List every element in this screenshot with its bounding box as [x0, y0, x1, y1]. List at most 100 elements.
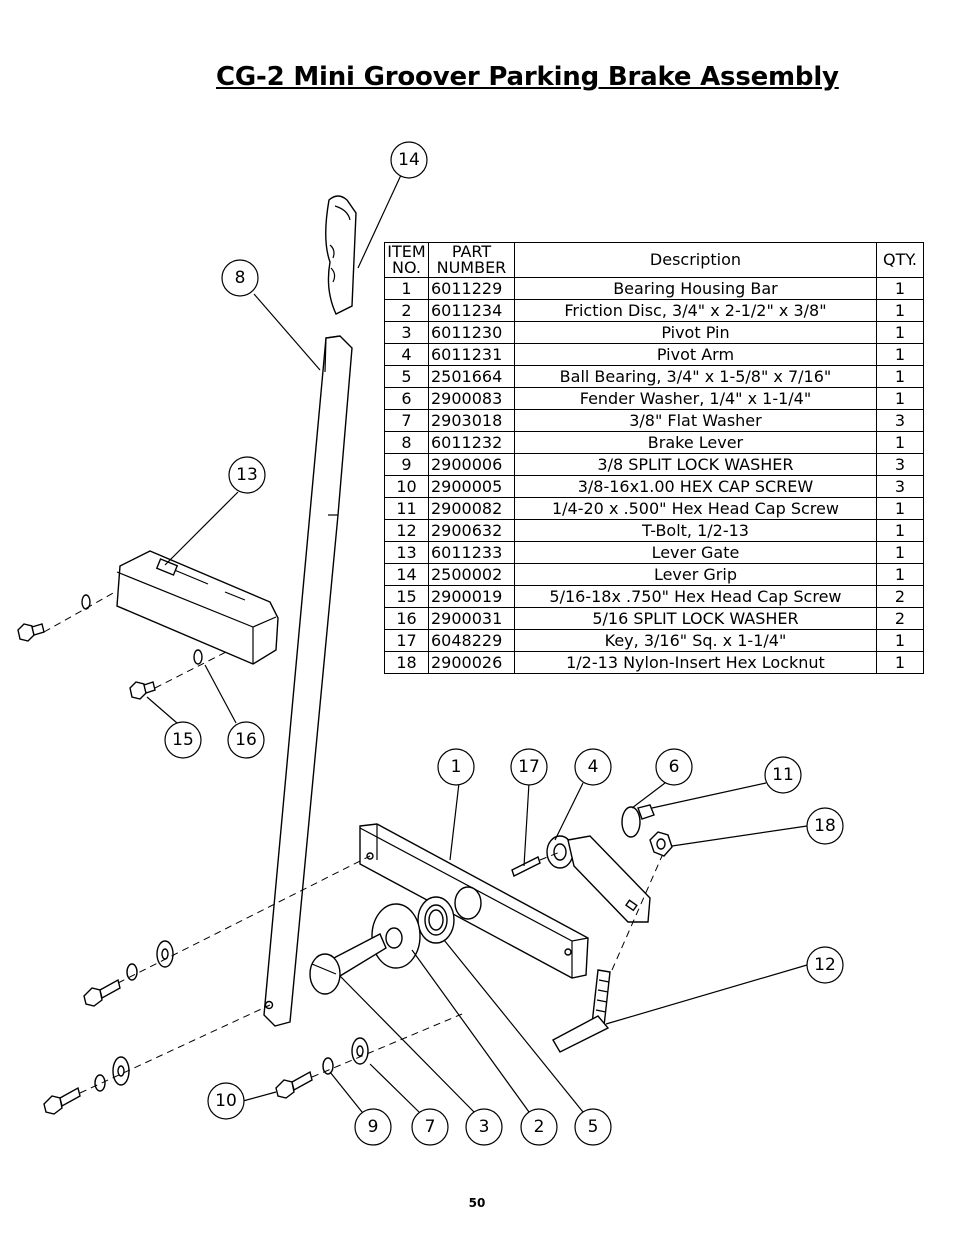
cell-part-number: 2900082 [427, 497, 515, 520]
cell-part-number: 6011230 [427, 321, 515, 344]
callout-10: 10 [207, 1082, 245, 1120]
cell-part-number: 6011232 [427, 431, 515, 454]
cell-item-no: 8 [384, 431, 429, 454]
cell-item-no: 3 [384, 321, 429, 344]
cell-description: 1/2-13 Nylon-Insert Hex Locknut [513, 651, 878, 674]
friction-disc [371, 903, 421, 969]
cell-description: Pivot Pin [513, 321, 878, 344]
cell-description: Brake Lever [513, 431, 878, 454]
cell-qty: 1 [876, 321, 924, 344]
cell-part-number: 6048229 [427, 629, 515, 652]
cell-item-no: 16 [384, 607, 429, 630]
cell-item-no: 11 [384, 497, 429, 520]
cell-description: 3/8 SPLIT LOCK WASHER [513, 453, 878, 476]
t-bolt [552, 969, 611, 1053]
gate-screw-upper [17, 594, 91, 642]
callout-17: 17 [510, 748, 548, 786]
callout-label: 14 [398, 150, 420, 170]
cell-description: Lever Gate [513, 541, 878, 564]
cell-qty: 1 [876, 365, 924, 388]
callout-label: 15 [172, 730, 194, 750]
cell-part-number: 2501664 [427, 365, 515, 388]
callout-label: 12 [814, 955, 836, 975]
cell-part-number: 6011229 [427, 277, 515, 300]
callout-label: 4 [588, 757, 599, 777]
callout-1: 1 [437, 748, 475, 786]
cell-qty: 1 [876, 431, 924, 454]
callout-label: 6 [669, 757, 680, 777]
cell-qty: 1 [876, 651, 924, 674]
cell-description: Lever Grip [513, 563, 878, 586]
cell-description: 5/16-18x .750" Hex Head Cap Screw [513, 585, 878, 608]
callout-15: 15 [164, 721, 202, 759]
callout-label: 17 [518, 757, 540, 777]
cell-description: Ball Bearing, 3/4" x 1-5/8" x 7/16" [513, 365, 878, 388]
cell-description: 5/16 SPLIT LOCK WASHER [513, 607, 878, 630]
callout-9: 9 [354, 1108, 392, 1146]
cell-part-number: 2900026 [427, 651, 515, 674]
cell-description: Fender Washer, 1/4" x 1-1/4" [513, 387, 878, 410]
lever-grip [325, 195, 357, 315]
callout-label: 7 [425, 1117, 436, 1137]
gate-screw-lower [129, 649, 203, 700]
bearing-housing-bar [359, 823, 589, 979]
callout-12: 12 [806, 946, 844, 984]
cell-qty: 2 [876, 607, 924, 630]
callout-18: 18 [806, 807, 844, 845]
cell-item-no: 9 [384, 453, 429, 476]
callout-7: 7 [411, 1108, 449, 1146]
cell-qty: 1 [876, 299, 924, 322]
cell-description: Bearing Housing Bar [513, 277, 878, 300]
washer-lower [43, 1056, 130, 1115]
cell-part-number: 2900632 [427, 519, 515, 542]
callout-4: 4 [574, 748, 612, 786]
callout-11: 11 [764, 756, 802, 794]
callout-2: 2 [520, 1108, 558, 1146]
cell-description: Key, 3/16" Sq. x 1-1/4" [513, 629, 878, 652]
cell-part-number: 6011234 [427, 299, 515, 322]
cell-part-number: 6011231 [427, 343, 515, 366]
callout-label: 13 [236, 465, 258, 485]
callout-label: 18 [814, 816, 836, 836]
washer-upper [83, 940, 174, 1007]
cell-item-no: 17 [384, 629, 429, 652]
callout-label: 9 [368, 1117, 379, 1137]
cell-qty: 1 [876, 343, 924, 366]
hex-locknut [649, 831, 673, 857]
callout-14: 14 [390, 141, 428, 179]
cell-part-number: 2900006 [427, 453, 515, 476]
callout-5: 5 [574, 1108, 612, 1146]
cell-qty: 3 [876, 453, 924, 476]
cell-qty: 1 [876, 277, 924, 300]
cell-item-no: 1 [384, 277, 429, 300]
cell-item-no: 10 [384, 475, 429, 498]
cell-description: Pivot Arm [513, 343, 878, 366]
cell-item-no: 4 [384, 343, 429, 366]
cell-description: 3/8-16x1.00 HEX CAP SCREW [513, 475, 878, 498]
cell-item-no: 18 [384, 651, 429, 674]
cell-qty: 1 [876, 519, 924, 542]
cell-part-number: 2500002 [427, 563, 515, 586]
cell-qty: 1 [876, 497, 924, 520]
lever-gate [116, 550, 279, 665]
callout-label: 10 [215, 1091, 237, 1111]
key [511, 856, 541, 877]
